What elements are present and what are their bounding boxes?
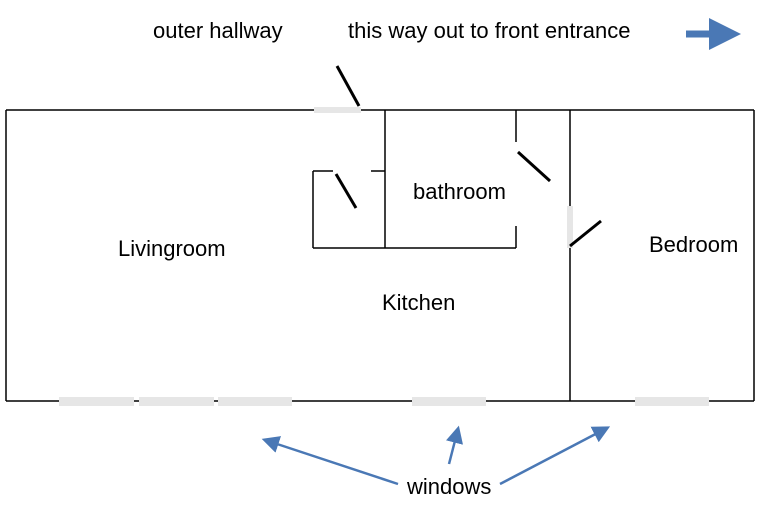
exit-direction-label: this way out to front entrance	[348, 18, 631, 43]
closet	[312, 170, 385, 249]
front-door	[314, 65, 361, 113]
closet-door	[334, 173, 358, 209]
bedroom-door	[569, 219, 602, 248]
bathroom-walls	[384, 110, 517, 249]
livingroom-label: Livingroom	[118, 236, 226, 261]
bathroom-door	[516, 150, 552, 183]
arrow-right-icon	[686, 18, 741, 50]
bedroom-doorway	[567, 206, 573, 248]
window-arrow	[261, 436, 399, 486]
windows	[59, 397, 709, 406]
kitchen-label: Kitchen	[382, 290, 455, 315]
window	[59, 397, 134, 406]
window	[139, 397, 214, 406]
window-arrows	[261, 425, 611, 486]
bedroom-label: Bedroom	[649, 232, 738, 257]
window	[635, 397, 709, 406]
window-arrow	[446, 425, 463, 465]
window-arrow	[499, 426, 611, 486]
bathroom-label: bathroom	[413, 179, 506, 204]
window	[218, 397, 292, 406]
window	[412, 397, 486, 406]
windows-label: windows	[406, 474, 491, 499]
outer-hallway-label: outer hallway	[153, 18, 283, 43]
